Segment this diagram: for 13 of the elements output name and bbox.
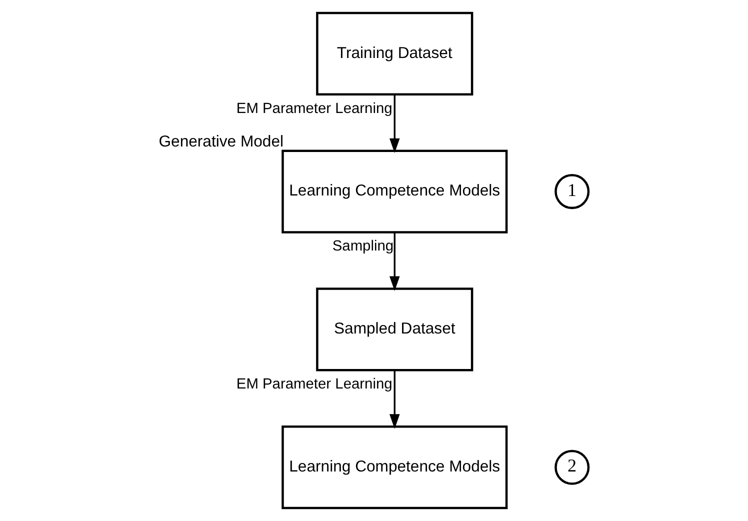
arrow: [389, 94, 400, 154]
node-box: Learning Competence Models: [282, 426, 508, 510]
node-circle: 2: [554, 450, 590, 485]
edge-label: EM Parameter Learning: [236, 376, 392, 393]
arrow: [389, 370, 400, 429]
edge-label: Sampling: [332, 238, 394, 255]
edge-label: EM Parameter Learning: [236, 100, 392, 117]
node-box: Training Dataset: [316, 12, 474, 96]
node-circle: 1: [554, 174, 590, 210]
node-box: Sampled Dataset: [316, 288, 474, 372]
node-box: Learning Competence Models: [282, 150, 508, 234]
node-label: Generative Model: [158, 134, 284, 151]
arrow: [389, 232, 400, 291]
